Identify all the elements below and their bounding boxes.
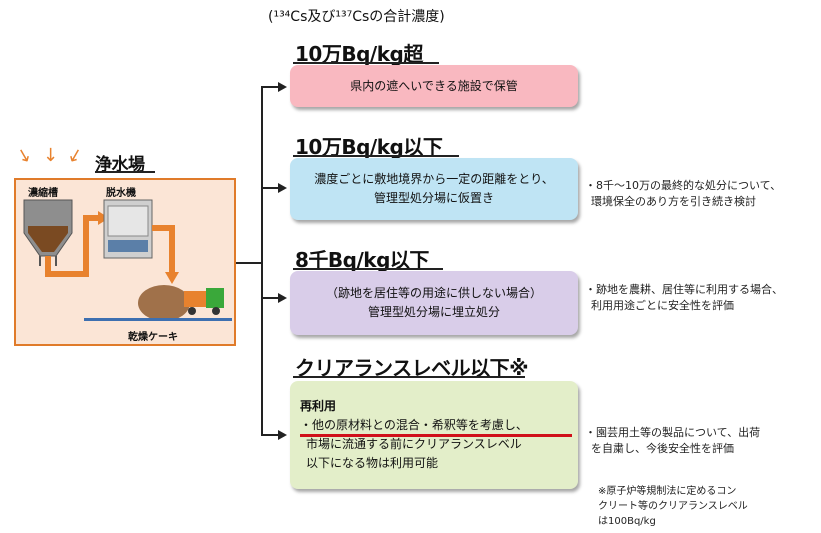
footnote-line: ※原子炉等規制法に定めるコン [598, 486, 737, 497]
thickener-label: 濃縮槽 [28, 188, 58, 199]
concentration-header: (¹³⁴Cs及び¹³⁷Csの合計濃度) [268, 9, 445, 25]
truck-icon [184, 288, 224, 315]
red-underline [300, 434, 572, 437]
heading-underline-3 [293, 268, 443, 270]
footnote: ※原子炉等規制法に定めるコン クリート等のクリアランスレベル は100Bq/kg [598, 484, 748, 529]
note-under-8k: ・跡地を農耕、居住等に利用する場合、 利用用途ごとに安全性を評価 [585, 282, 783, 314]
note-clearance: ・園芸用土等の製品について、出荷 を自粛し、今後安全性を評価 [585, 425, 760, 457]
inflow-arrow-3: ↓ [62, 143, 87, 170]
trunk-line [261, 86, 263, 436]
note-line: 環境保全のあり方を引き続き検討 [591, 195, 756, 208]
inflow-arrow-1: ↓ [12, 143, 37, 170]
note-line: ・跡地を農耕、居住等に利用する場合、 [585, 283, 783, 296]
plant-illustration [23, 199, 232, 321]
ground-line [84, 318, 232, 321]
category-box-over-100k: 県内の遮へいできる施設で保管 [290, 65, 578, 107]
branch-3 [261, 297, 279, 299]
note-line: ・8千～10万の最終的な処分について、 [585, 179, 782, 192]
box-line: 管理型処分場に仮置き [373, 191, 494, 205]
box-line: 市場に流通する前にクリアランスレベル [306, 437, 522, 451]
box-line: ・他の原材料との混合・希釈等を考慮し、 [300, 416, 572, 437]
category-box-under-8k: （跡地を居住等の用途に供しない場合） 管理型処分場に埋立処分 [290, 271, 578, 335]
dehydrator-icon [103, 199, 153, 259]
branch-4 [261, 434, 279, 436]
footnote-line: クリート等のクリアランスレベル [598, 501, 748, 512]
heading-underline-1 [293, 62, 439, 64]
footnote-line: は100Bq/kg [598, 516, 656, 527]
dehydrator-label: 脱水機 [106, 188, 136, 199]
box-line: 以下になる物は利用可能 [306, 456, 439, 470]
branch-2 [261, 187, 279, 189]
outflow-pipe-icon [152, 225, 175, 274]
branch-1-arrowhead [278, 82, 287, 92]
box-line: 県内の遮へいできる施設で保管 [350, 78, 518, 93]
category-box-clearance: 再利用 ・他の原材料との混合・希釈等を考慮し、 市場に流通する前にクリアランスレ… [290, 381, 578, 489]
plant-title-underline [95, 171, 155, 173]
pipe-icon [45, 215, 100, 277]
heading-underline-2 [293, 155, 459, 157]
branch-3-arrowhead [278, 293, 287, 303]
box-line: （跡地を居住等の用途に供しない場合） [325, 286, 542, 300]
note-line: ・園芸用土等の製品について、出荷 [585, 426, 761, 439]
heading-underline-4 [293, 376, 525, 378]
branch-2-arrowhead [278, 183, 287, 193]
plant-connector [236, 262, 262, 264]
thickener-tank-icon [23, 199, 73, 266]
plant-title: 浄水場 [95, 155, 145, 175]
branch-1 [261, 86, 279, 88]
note-under-100k: ・8千～10万の最終的な処分について、 環境保全のあり方を引き続き検討 [585, 178, 781, 210]
box-title: 再利用 [300, 399, 337, 413]
box-line: 管理型処分場に埋立処分 [367, 305, 500, 319]
cake-label: 乾燥ケーキ [128, 332, 178, 343]
inflow-arrow-2: ↓ [43, 145, 59, 166]
category-box-under-100k: 濃度ごとに敷地境界から一定の距離をとり、 管理型処分場に仮置き [290, 158, 578, 220]
note-line: 利用用途ごとに安全性を評価 [591, 299, 734, 312]
box-line: 濃度ごとに敷地境界から一定の距離をとり、 [314, 172, 554, 186]
cake-pile-icon [138, 285, 190, 321]
note-line: を自粛し、今後安全性を評価 [591, 442, 734, 455]
branch-4-arrowhead [278, 430, 287, 440]
